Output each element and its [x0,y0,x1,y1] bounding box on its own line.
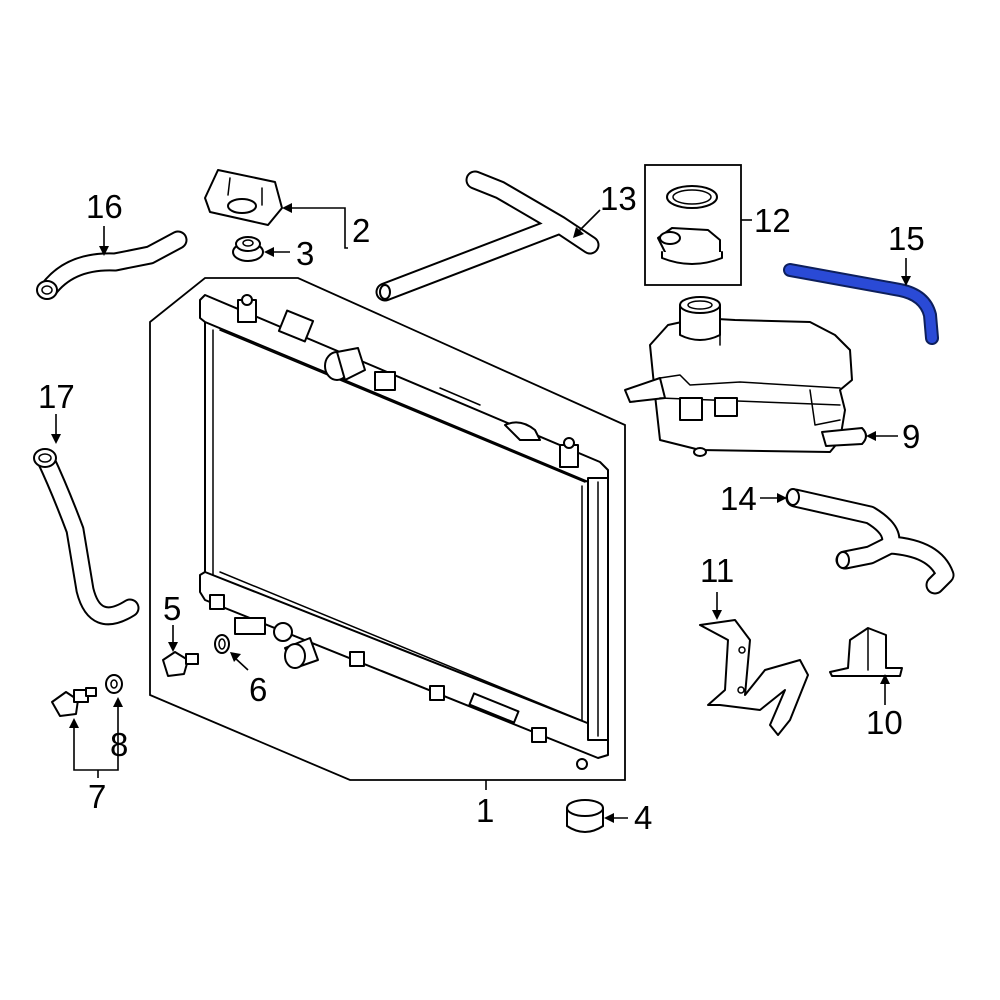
grommet-upper[interactable] [232,236,264,262]
callout-6: 6 [249,671,267,708]
callout-5: 5 [163,590,181,627]
upper-radiator-hose[interactable] [36,230,188,300]
callout-8: 8 [110,726,128,763]
radiator-lower-outlet [234,617,319,669]
callout-10: 10 [866,704,903,741]
callout-15: 15 [888,220,925,257]
bypass-hose[interactable] [785,488,955,595]
callout-13: 13 [600,180,637,217]
callout-12: 12 [754,202,791,239]
radiator-upper-outlet [277,309,541,441]
radiator-top-pin-right [559,437,579,468]
drain-plug[interactable] [162,651,199,677]
callout-16: 16 [86,188,123,225]
callout-9: 9 [902,418,920,455]
overflow-tube[interactable] [375,170,600,302]
callout-11: 11 [700,552,734,589]
coolant-reservoir[interactable] [624,296,867,457]
reservoir-hose-highlighted[interactable] [783,263,939,345]
reservoir-cap-box [644,164,752,286]
upper-bracket[interactable] [204,169,283,226]
lower-radiator-hose[interactable] [33,448,140,626]
callout-4: 4 [634,799,652,836]
reservoir-bracket[interactable] [699,619,809,736]
callout-3: 3 [296,235,314,272]
radiator-group-outline [149,277,626,781]
callout-labels: 1 2 3 4 5 6 7 8 9 10 11 12 13 14 15 16 1… [38,180,925,836]
callout-14: 14 [720,480,757,517]
callout-2: 2 [352,212,370,249]
radiator-top-pin-left [237,294,257,323]
lower-cushion[interactable] [566,799,604,833]
reservoir-cap-seal[interactable] [666,185,718,209]
callout-17: 17 [38,378,75,415]
callout-7: 7 [88,778,106,815]
radiator-assembly[interactable] [199,294,609,770]
temperature-sensor[interactable] [51,687,97,717]
callout-1: 1 [476,792,494,829]
o-ring-drain[interactable] [214,634,230,654]
leader-lines [51,203,911,823]
sensor-washer[interactable] [105,674,123,694]
reservoir-cap[interactable] [657,227,723,265]
small-bracket[interactable] [829,627,903,677]
